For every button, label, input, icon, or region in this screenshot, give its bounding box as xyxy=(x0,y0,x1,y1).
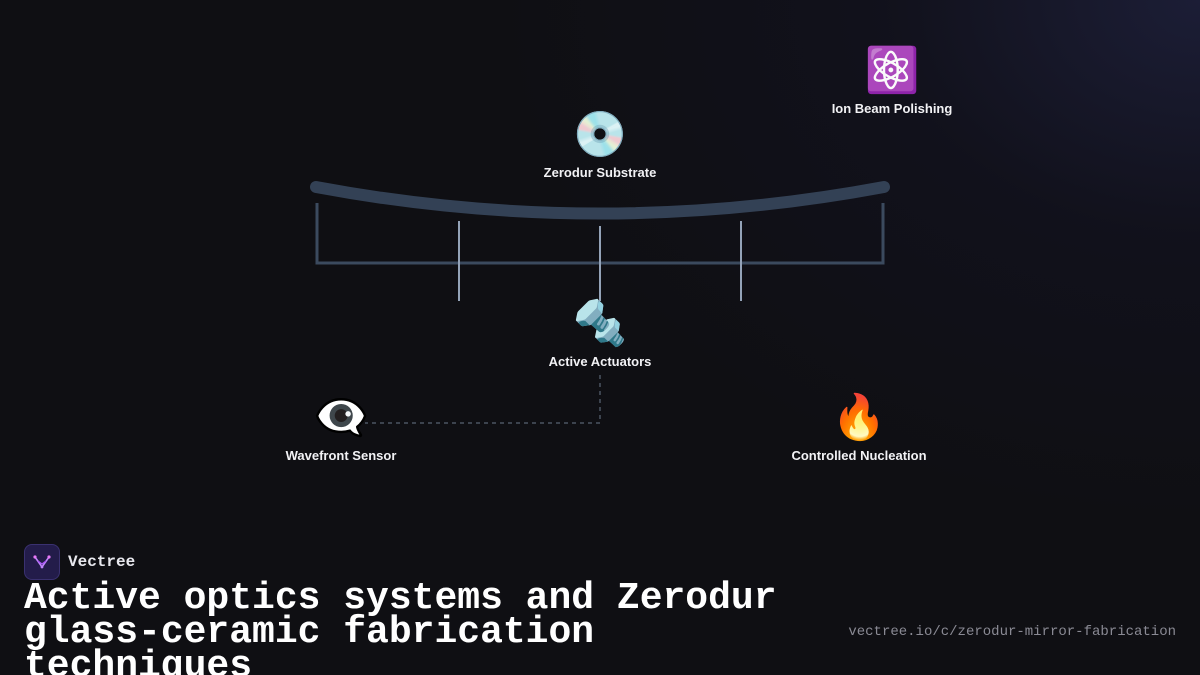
node-label: Wavefront Sensor xyxy=(285,448,397,463)
node-controlled-nucleation: 🔥 Controlled Nucleation xyxy=(791,392,926,463)
brand-name: Vectree xyxy=(68,553,136,571)
brand: Vectree xyxy=(24,544,135,580)
page-url[interactable]: vectree.io/c/zerodur-mirror-fabrication xyxy=(848,624,1176,640)
eye-icon: 👁️‍🗨️ xyxy=(313,392,369,443)
mirror-surface xyxy=(310,181,890,220)
feedback-link xyxy=(365,375,601,424)
node-active-actuators: 🔩 Active Actuators xyxy=(549,298,652,369)
vectree-logo-icon xyxy=(24,544,60,580)
mirror-diagram: ⚛️ Ion Beam Polishing 💿 Zerodur Substrat… xyxy=(286,45,953,463)
node-zerodur-substrate: 💿 Zerodur Substrate xyxy=(544,109,657,180)
fire-icon: 🔥 xyxy=(831,392,887,443)
nut-and-bolt-icon: 🔩 xyxy=(572,298,628,349)
node-ion-beam-polishing: ⚛️ Ion Beam Polishing xyxy=(832,45,953,116)
atom-icon: ⚛️ xyxy=(864,45,920,96)
disc-icon: 💿 xyxy=(572,109,628,160)
node-label: Zerodur Substrate xyxy=(543,165,657,180)
diagram-svg xyxy=(310,181,890,424)
page-title: Active optics systems and Zerodur glass-… xyxy=(24,577,777,675)
node-label: Controlled Nucleation xyxy=(791,448,927,463)
node-wavefront-sensor: 👁️‍🗨️ Wavefront Sensor xyxy=(286,392,397,463)
node-label: Ion Beam Polishing xyxy=(831,101,953,116)
node-label: Active Actuators xyxy=(548,354,652,369)
